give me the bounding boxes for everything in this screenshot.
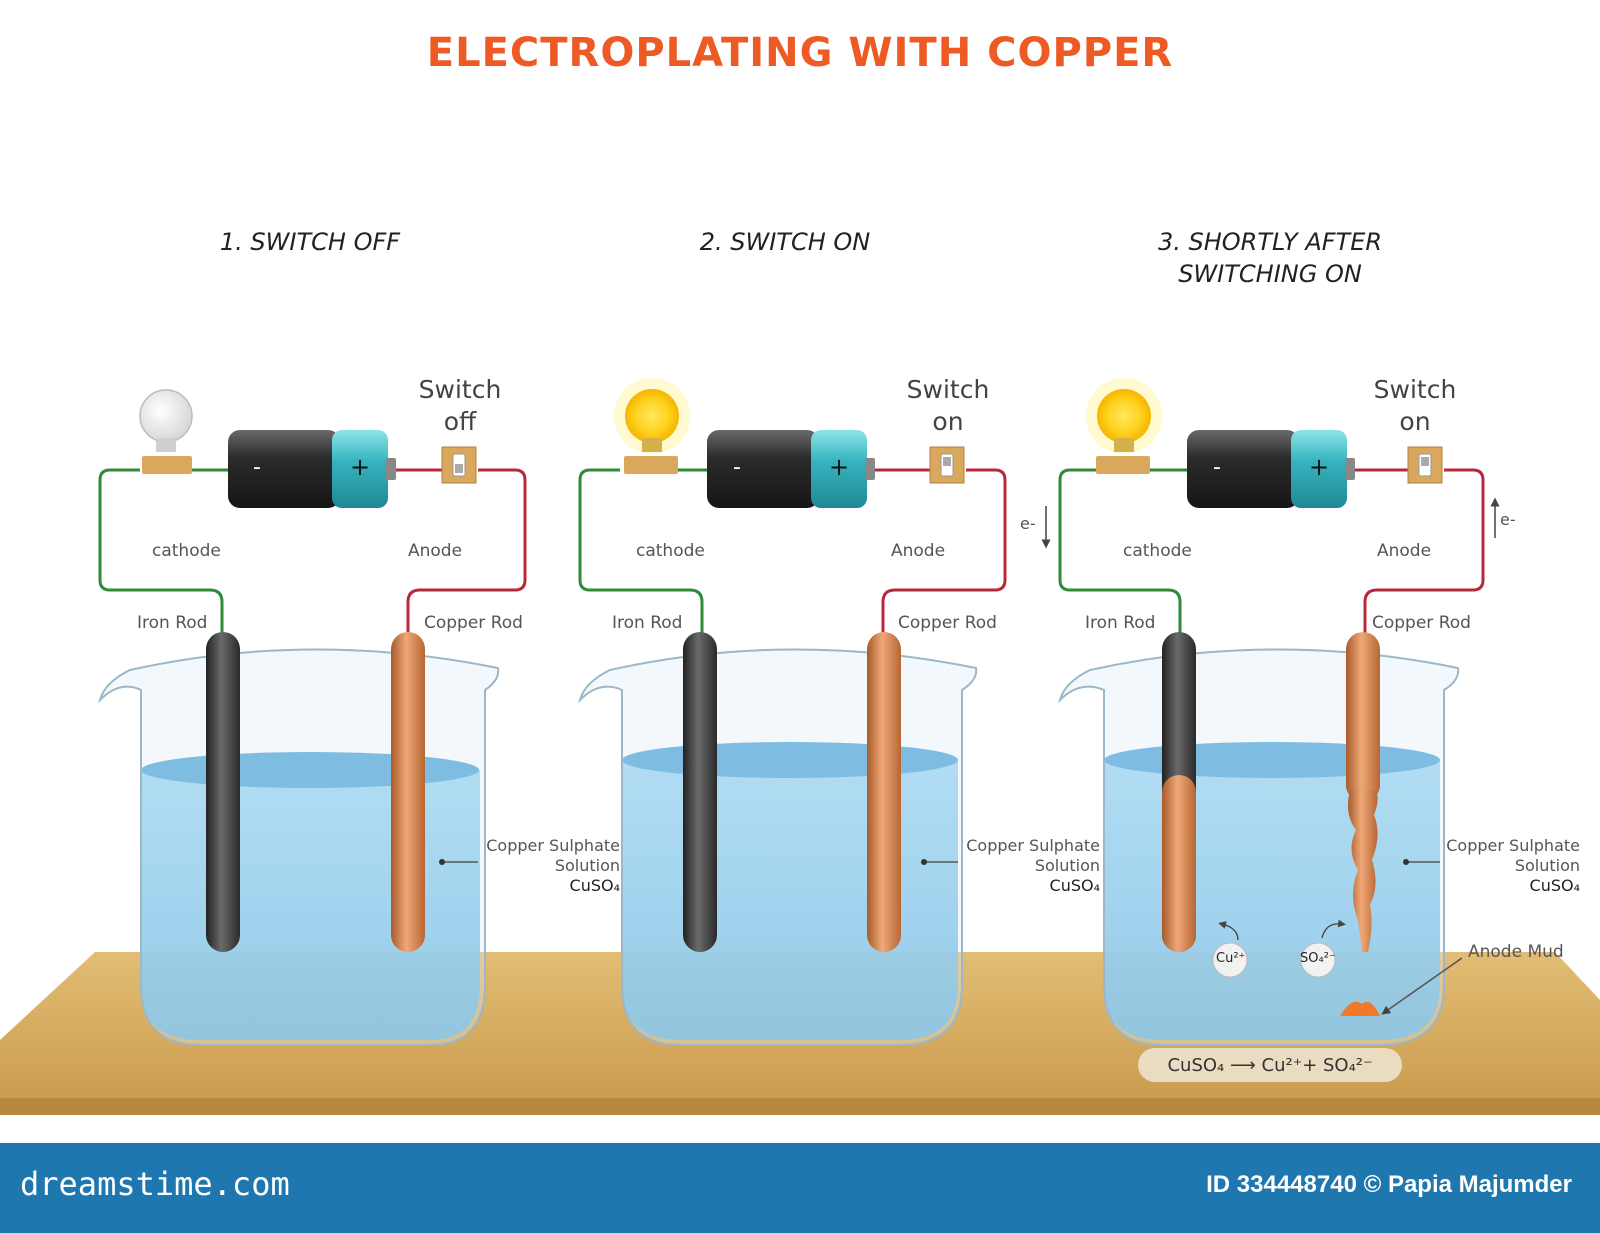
- beaker: [1058, 648, 1460, 1046]
- electron-label: e-: [1500, 510, 1516, 529]
- cathode-wire: [578, 468, 704, 635]
- stage-1-apparatus: [98, 389, 527, 1046]
- iron-rod: [206, 632, 240, 952]
- switch-state-label: on: [932, 407, 964, 436]
- beaker: [578, 648, 978, 1046]
- copper-rod: [867, 632, 901, 952]
- anode-wire: [388, 468, 527, 635]
- iron-rod-label: Iron Rod: [137, 613, 208, 633]
- footer-credit: ID 334448740 © Papia Majumder: [1206, 1171, 1572, 1198]
- iron-rod-label: Iron Rod: [1085, 613, 1156, 633]
- battery: [228, 430, 396, 508]
- beaker: [98, 648, 500, 1046]
- battery-plus-sign: +: [1309, 453, 1330, 481]
- solution-label-line: Solution: [1034, 856, 1100, 875]
- toggle-switch-on: [1407, 446, 1443, 484]
- stage-title-line: 1. SWITCH OFF: [219, 228, 401, 256]
- stage-3-title: 3. SHORTLY AFTER SWITCHING ON: [1120, 226, 1420, 290]
- toggle-switch-off: [441, 446, 477, 484]
- battery: [707, 430, 875, 508]
- cathode-label: cathode: [152, 541, 221, 561]
- dissociation-equation: CuSO₄ ⟶ Cu²⁺+ SO₄²⁻: [1138, 1048, 1402, 1082]
- switch-label: Switch on: [888, 374, 1008, 438]
- switch-state-label: off: [443, 407, 477, 436]
- switch-label: Switch off: [400, 374, 520, 438]
- switch-label-line: Switch: [906, 375, 990, 404]
- stage-1-title: 1. SWITCH OFF: [160, 226, 460, 258]
- solution-label: Copper Sulphate Solution CuSO₄: [1422, 836, 1580, 896]
- battery-plus-sign: +: [829, 453, 850, 481]
- toggle-switch-on: [929, 446, 965, 484]
- light-bulb-on: [614, 378, 690, 474]
- anode-label: Anode: [408, 541, 463, 561]
- copper-rod: [391, 632, 425, 952]
- stage-title-line: SWITCHING ON: [1178, 260, 1362, 288]
- switch-label: Switch on: [1355, 374, 1475, 438]
- anode-mud: [1340, 957, 1463, 1016]
- cu-ion-label: Cu²⁺: [1216, 951, 1246, 966]
- battery: [1187, 430, 1355, 508]
- iron-rod: [683, 632, 717, 952]
- solution-label: Copper Sulphate Solution CuSO₄: [462, 836, 620, 896]
- battery-plus-sign: +: [350, 453, 371, 481]
- switch-label-line: Switch: [418, 375, 502, 404]
- anode-label: Anode: [1377, 541, 1432, 561]
- stage-title-line: 2. SWITCH ON: [699, 228, 871, 256]
- plated-iron-rod: [1162, 632, 1196, 952]
- anode-wire: [868, 468, 1007, 635]
- cathode-label: cathode: [636, 541, 705, 561]
- light-bulb-off: [139, 389, 193, 474]
- solution-label-line: Copper Sulphate: [966, 836, 1100, 855]
- so4-ion: [1300, 919, 1346, 978]
- footer-bar: dreamstime.com ID 334448740 © Papia Maju…: [0, 1143, 1600, 1233]
- stage-title-line: 3. SHORTLY AFTER: [1157, 228, 1383, 256]
- anode-wire: [1347, 468, 1485, 635]
- table-edge: [0, 1098, 1600, 1115]
- copper-rod-label: Copper Rod: [424, 613, 523, 633]
- cathode-wire: [1058, 468, 1182, 635]
- switch-label-line: Switch: [1373, 375, 1457, 404]
- copper-rod-label: Copper Rod: [1372, 613, 1471, 633]
- solution-formula: CuSO₄: [1529, 876, 1580, 895]
- stage-2-apparatus: [578, 378, 1051, 1046]
- solution-formula: CuSO₄: [1049, 876, 1100, 895]
- anode-mud-label: Anode Mud: [1468, 942, 1564, 962]
- solution-formula: CuSO₄: [569, 876, 620, 895]
- copper-rod-label: Copper Rod: [898, 613, 997, 633]
- iron-rod-label: Iron Rod: [612, 613, 683, 633]
- light-bulb-on: [1086, 378, 1162, 474]
- battery-minus-sign: -: [253, 455, 261, 480]
- solution-label-line: Copper Sulphate: [486, 836, 620, 855]
- switch-state-label: on: [1399, 407, 1431, 436]
- footer-brand: dreamstime.com: [20, 1165, 290, 1203]
- electron-label: e-: [1020, 514, 1036, 533]
- solution-label-line: Solution: [554, 856, 620, 875]
- solution-label-line: Copper Sulphate: [1446, 836, 1580, 855]
- solution-label-line: Solution: [1514, 856, 1580, 875]
- so4-ion-label: SO₄²⁻: [1300, 951, 1336, 966]
- diagram-title: ELECTROPLATING WITH COPPER: [426, 30, 1174, 76]
- eroded-copper-rod: [1346, 632, 1380, 952]
- stage-3-apparatus: [1058, 378, 1500, 1046]
- battery-minus-sign: -: [733, 455, 741, 480]
- cathode-wire: [98, 468, 224, 635]
- cu-ion: [1212, 921, 1248, 978]
- stage-2-title: 2. SWITCH ON: [635, 226, 935, 258]
- solution-label: Copper Sulphate Solution CuSO₄: [942, 836, 1100, 896]
- battery-minus-sign: -: [1213, 455, 1221, 480]
- anode-label: Anode: [891, 541, 946, 561]
- cathode-label: cathode: [1123, 541, 1192, 561]
